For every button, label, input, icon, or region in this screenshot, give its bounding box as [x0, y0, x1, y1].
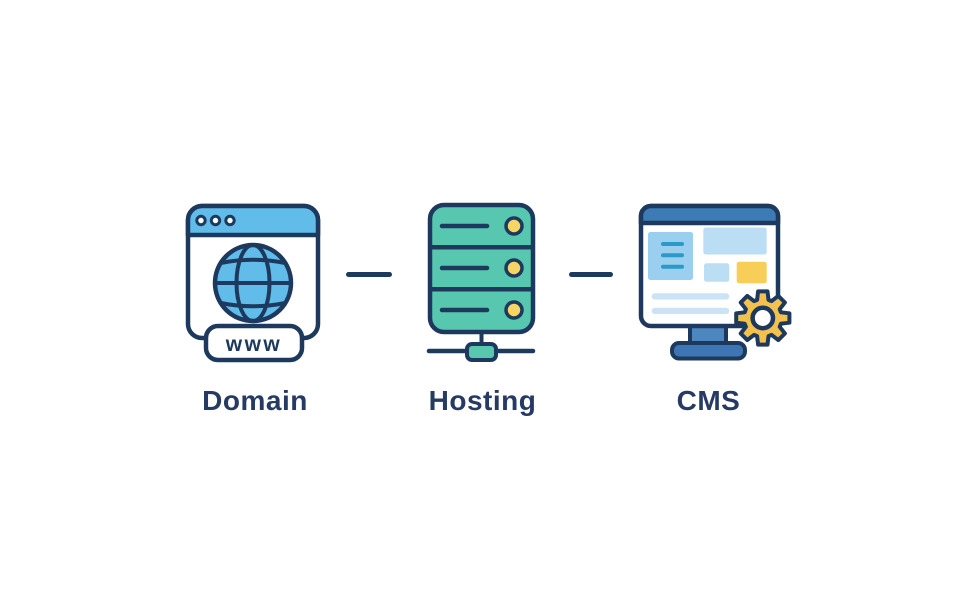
domain-label: Domain [202, 385, 308, 416]
screen-text-bar-1 [651, 293, 730, 300]
server-stack-icon [426, 202, 536, 362]
server-led-icon [504, 258, 524, 278]
globe-icon [212, 242, 294, 324]
www-badge: www [203, 323, 305, 363]
www-badge-label: www [225, 333, 283, 356]
screen-text-bar-2 [651, 307, 730, 314]
server-row-2 [439, 258, 524, 278]
browser-window-dots-icon [195, 214, 236, 227]
server-led-icon [504, 300, 524, 320]
screen-sidebar-block [648, 232, 693, 280]
screen-accent-block [736, 261, 767, 284]
hosting-label: Hosting [428, 385, 537, 416]
monitor-screen [638, 203, 781, 329]
cms-label: CMS [676, 385, 741, 416]
monitor-header-bar [638, 203, 781, 226]
server-row-3 [439, 300, 524, 320]
browser-globe-icon: www [185, 203, 321, 363]
browser-window: www [185, 203, 321, 363]
gear-icon [734, 289, 792, 347]
connector-line-2 [569, 272, 613, 277]
screen-thumb-block [704, 263, 730, 282]
connector-line-1 [346, 272, 392, 277]
server-row-1 [439, 216, 524, 236]
server-network-link [426, 330, 536, 362]
server-led-icon [504, 216, 524, 236]
browser-header-bar [185, 203, 321, 238]
screen-hero-block [703, 227, 767, 255]
monitor-gear-icon [638, 203, 792, 361]
monitor-stand [670, 322, 747, 361]
server-body [427, 202, 536, 335]
